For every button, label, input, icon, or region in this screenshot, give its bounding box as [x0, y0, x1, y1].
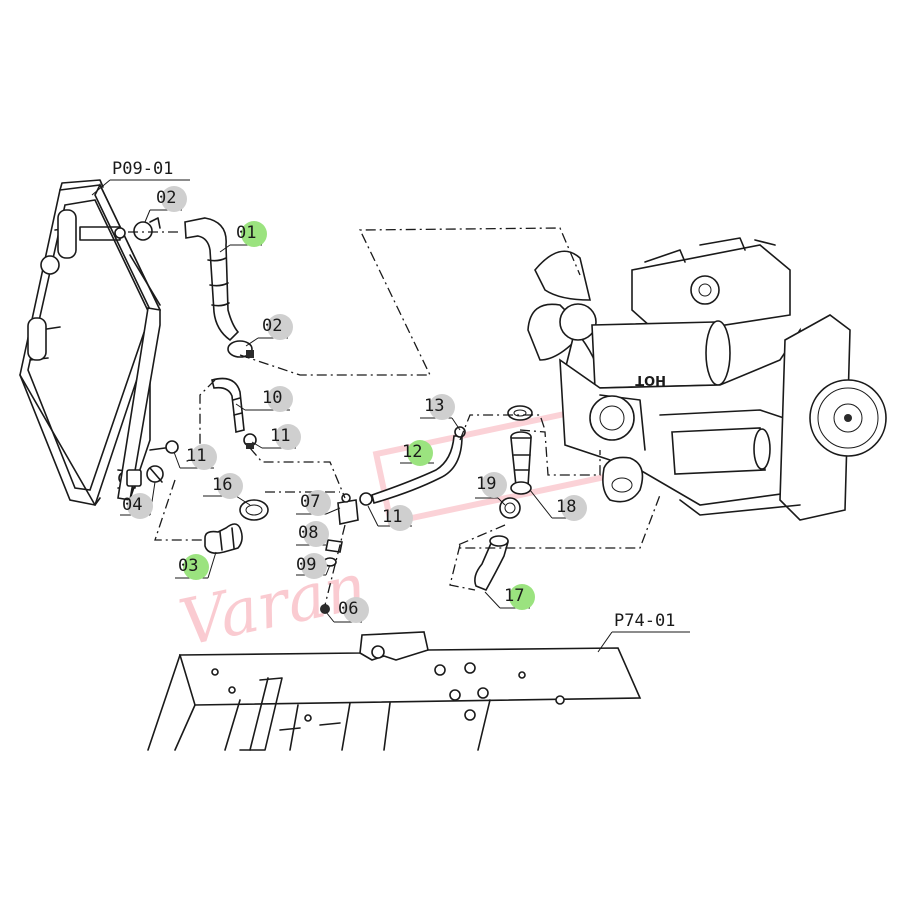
clamp-13: [507, 405, 533, 421]
callout-bubble: [561, 495, 587, 521]
callout-c11a: 11: [186, 444, 217, 470]
callout-c07: 07: [300, 490, 331, 516]
callout-number: 04: [122, 495, 142, 515]
hose-18: [510, 431, 532, 495]
callout-number: 11: [270, 426, 290, 446]
radiator: [19, 179, 161, 506]
callout-c09: 09: [296, 553, 327, 579]
callout-number: 17: [504, 586, 524, 606]
clamp-11a: [149, 440, 179, 454]
callout-number: 07: [300, 492, 320, 512]
callout-c18: 18: [556, 495, 587, 521]
callout-c02a: 02: [156, 186, 187, 212]
engine: HOT: [527, 237, 887, 521]
callout-number: 11: [382, 507, 402, 527]
callout-c17: 17: [504, 584, 535, 610]
callout-bubble: [481, 472, 507, 498]
callout-bubble: [301, 553, 327, 579]
callouts: 01 02 02 03 04 06 07 08 09 10 11 11 11 12 13 16 17 18 19: [122, 186, 587, 623]
fitting-07: [337, 493, 359, 525]
callout-bubble: [241, 221, 267, 247]
callout-c10: 10: [262, 386, 293, 412]
callout-c04: 04: [122, 493, 153, 519]
upper-radiator-hose: [184, 217, 240, 342]
callout-c02b: 02: [262, 314, 293, 340]
callout-c19: 19: [476, 472, 507, 498]
hose-clamp-02b: [227, 340, 254, 358]
callout-number: 02: [262, 316, 282, 336]
clamp-16: [239, 499, 269, 521]
callout-number: 09: [296, 555, 316, 575]
callout-bubble: [387, 505, 413, 531]
callout-bubble: [127, 493, 153, 519]
callout-number: 12: [402, 442, 422, 462]
callout-c03: 03: [178, 554, 209, 580]
callout-bubble: [183, 554, 209, 580]
callout-bubble: [509, 584, 535, 610]
bolt-06: [320, 604, 330, 614]
frame-holes: [211, 662, 565, 722]
callout-number: 10: [262, 388, 282, 408]
callout-number: 06: [338, 599, 358, 619]
callout-number: 02: [156, 188, 176, 208]
callout-number: 19: [476, 474, 496, 494]
callout-bubble: [217, 473, 243, 499]
callout-bubble: [161, 186, 187, 212]
hose-17: [474, 535, 509, 592]
bypass-hose-10: [211, 377, 257, 449]
callout-bubble: [191, 444, 217, 470]
callout-bubble: [267, 314, 293, 340]
callout-bubble: [429, 394, 455, 420]
callout-number: 13: [424, 396, 444, 416]
callout-c01: 01: [236, 221, 267, 247]
frame-chassis: [147, 631, 642, 751]
callout-number: 03: [178, 556, 198, 576]
callout-bubble: [303, 521, 329, 547]
lower-hose-03: [204, 523, 243, 554]
callout-c06: 06: [338, 597, 369, 623]
callout-number: 18: [556, 497, 576, 517]
callout-c11c: 11: [382, 505, 413, 531]
callout-bubble: [407, 440, 433, 466]
callout-c08: 08: [298, 521, 329, 547]
callout-number: 01: [236, 223, 256, 243]
connection-lines: [128, 227, 661, 606]
callout-bubble: [305, 490, 331, 516]
callout-c13: 13: [424, 394, 455, 420]
callout-c16: 16: [212, 473, 243, 499]
hose-clamp-02a: [133, 217, 161, 241]
callout-bubble: [343, 597, 369, 623]
callout-c11b: 11: [270, 424, 301, 450]
assembly-ref-p09-01: P09-01: [112, 159, 173, 179]
callout-bubble: [267, 386, 293, 412]
assembly-ref-p74-01: P74-01: [614, 611, 675, 631]
callout-number: 16: [212, 475, 232, 495]
clamp-19: [499, 497, 521, 519]
callout-c12: 12: [402, 440, 433, 466]
engine-hot-label: HOT: [635, 372, 666, 387]
callout-number: 11: [186, 446, 206, 466]
callout-number: 08: [298, 523, 318, 543]
callout-bubble: [275, 424, 301, 450]
fitting-08: [325, 539, 343, 553]
